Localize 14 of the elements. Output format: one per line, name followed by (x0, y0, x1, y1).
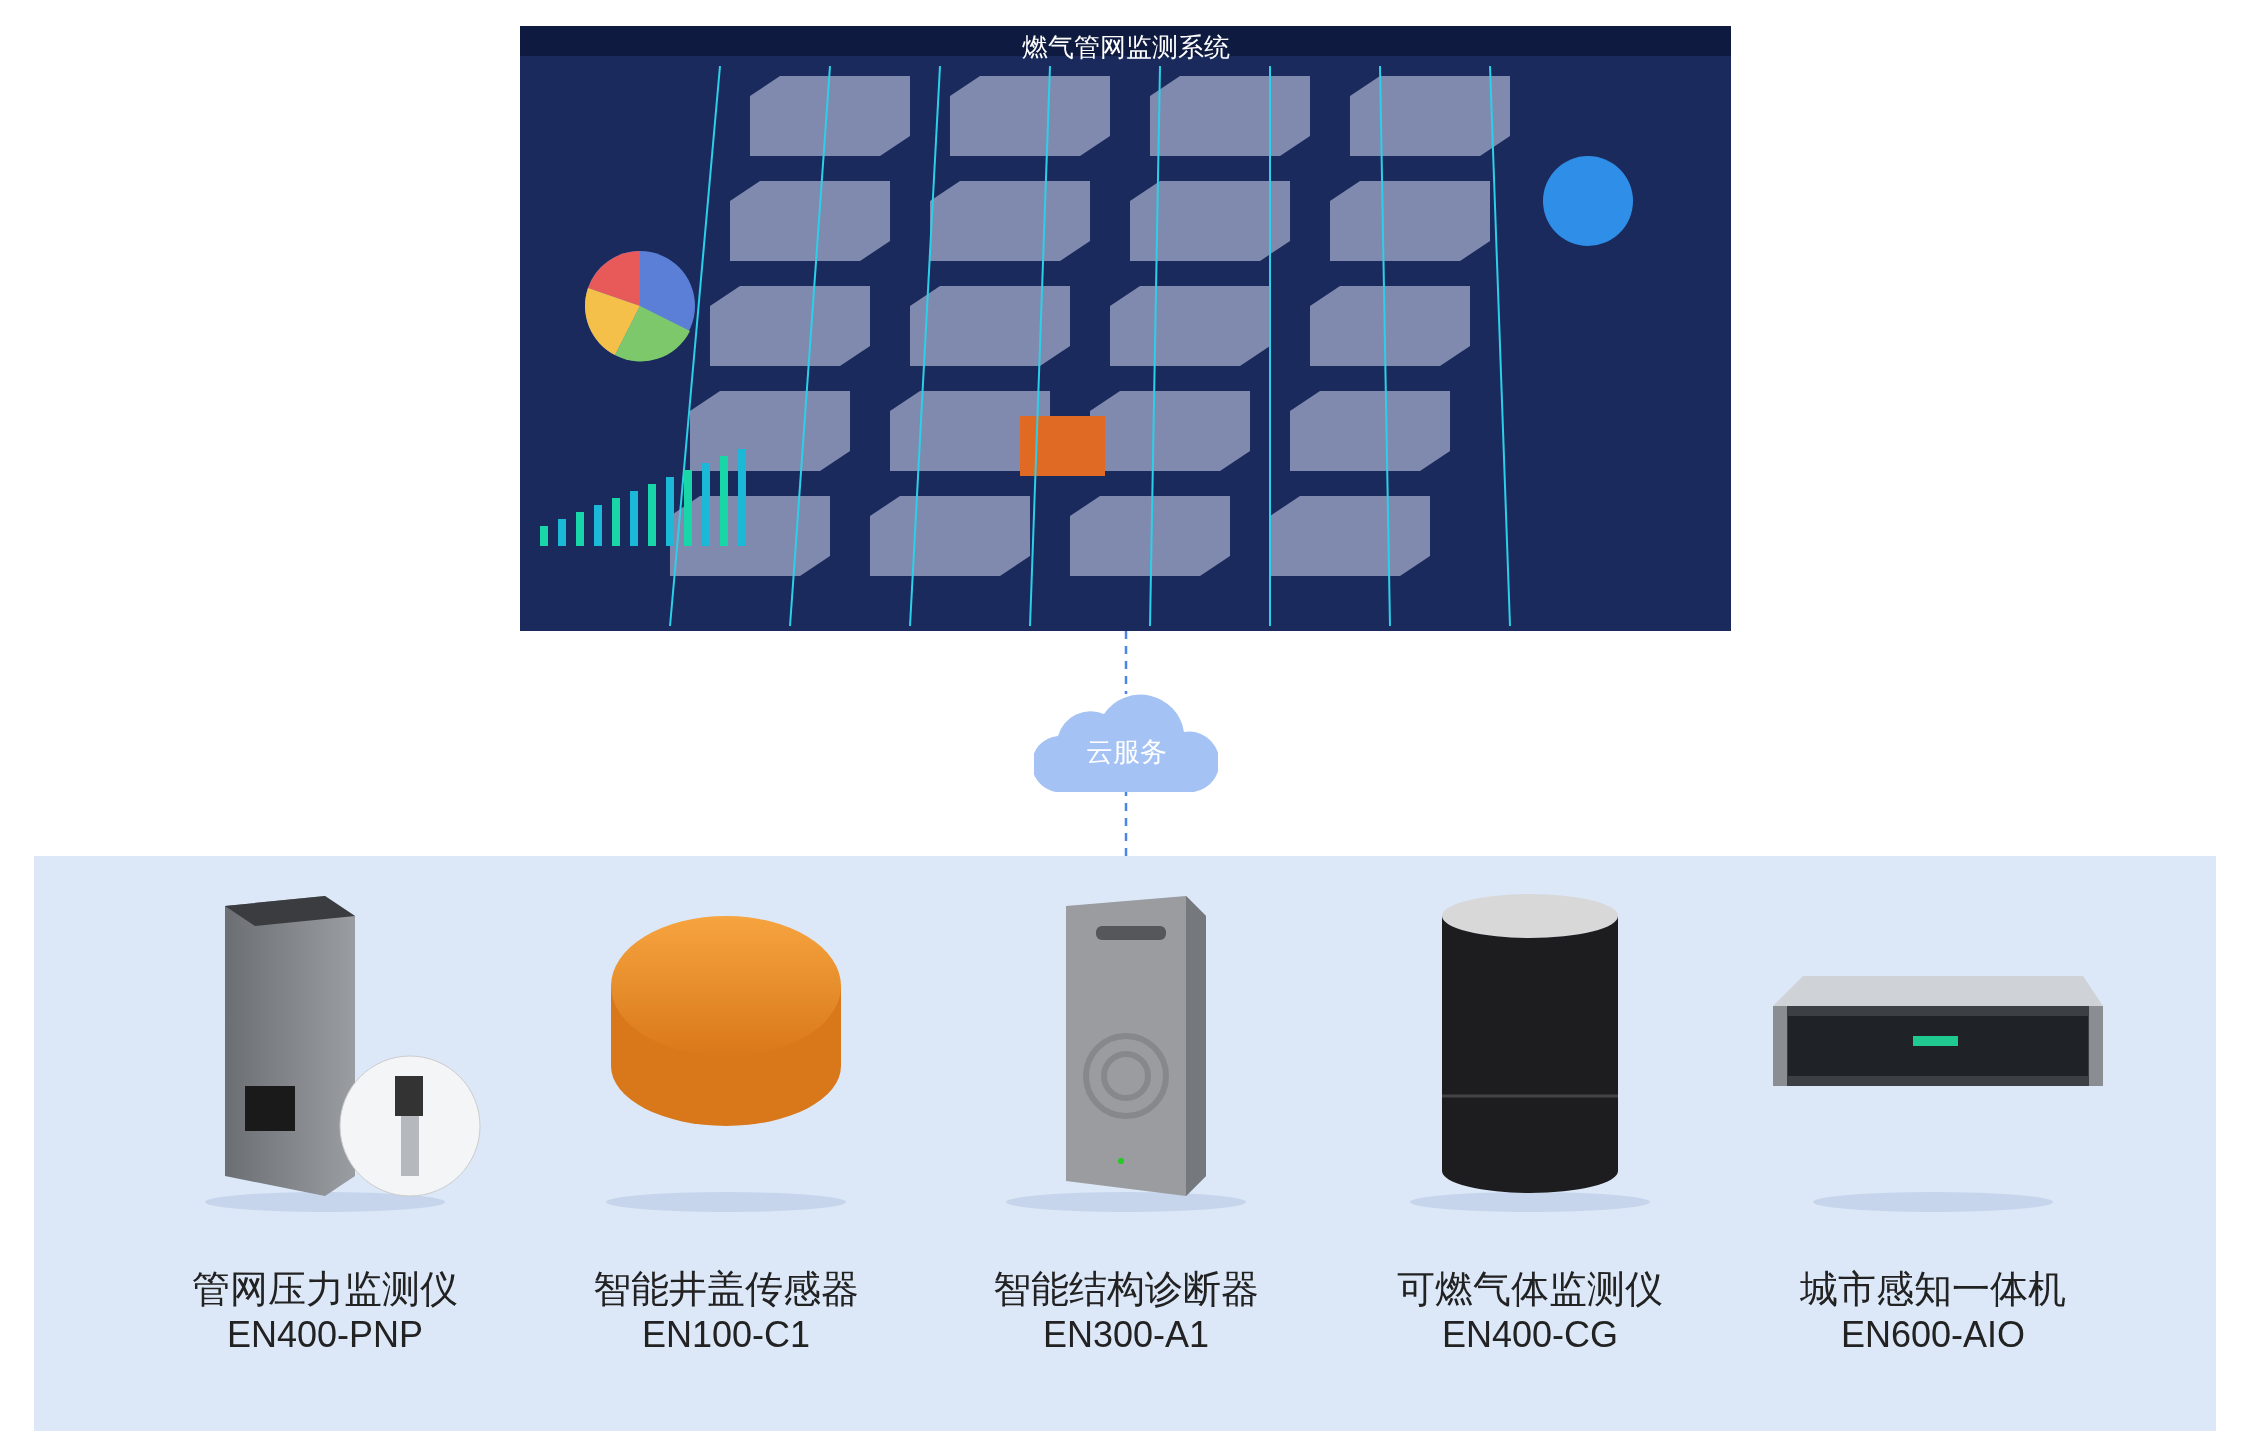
device-name: 管网压力监测仪 (191, 1266, 459, 1313)
device-name: 智能结构诊断器 (992, 1266, 1260, 1313)
model-number: EN400-CG (1440, 1314, 1620, 1356)
screen-title: 燃气管网监测系统 (1020, 31, 1231, 64)
model-number: EN600-AIO (1839, 1314, 2027, 1356)
device-name: 城市感知一体机 (1799, 1266, 2067, 1313)
device-name: 智能井盖传感器 (592, 1266, 860, 1313)
device-name: 可燃气体监测仪 (1396, 1266, 1664, 1313)
model-number: EN400-PNP (225, 1314, 425, 1356)
model-number: EN100-C1 (640, 1314, 812, 1356)
model-number: EN300-A1 (1041, 1314, 1211, 1356)
device-panel (34, 856, 2216, 1431)
dashed-connector (1124, 631, 1128, 694)
cloud-label: 云服务 (1084, 735, 1168, 769)
